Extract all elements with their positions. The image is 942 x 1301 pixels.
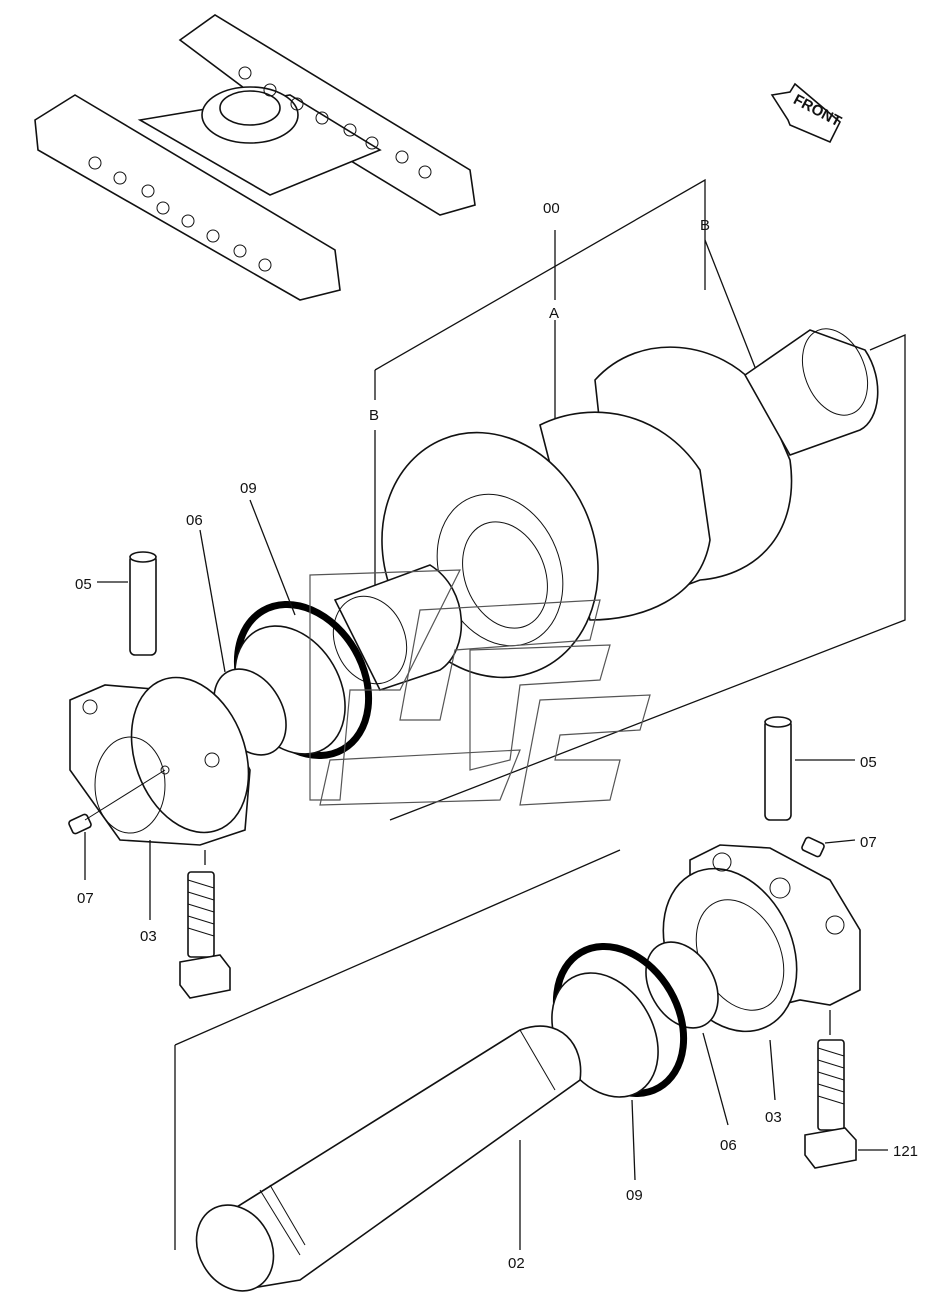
part-labels: 00 A B B 09 06 05 07 03 05 07 03 06 09 1… xyxy=(75,200,918,1272)
track-roller xyxy=(332,328,879,691)
label-pin-lower: 05 xyxy=(860,754,877,771)
label-bolt: 121 xyxy=(893,1143,918,1160)
label-plug-left: 07 xyxy=(77,890,94,907)
label-seal-lower: 09 xyxy=(626,1187,643,1204)
track-frame-thumbnail xyxy=(34,14,476,301)
pin-lower xyxy=(764,716,792,821)
bolt-left xyxy=(179,871,231,999)
bracket-left xyxy=(69,676,251,846)
o-ring-lower xyxy=(645,941,719,1029)
front-direction-arrow: FRONT xyxy=(770,82,844,144)
plug-right xyxy=(801,836,825,858)
label-shaft: 02 xyxy=(508,1255,525,1272)
label-section-a: A xyxy=(549,305,559,322)
pin-upper xyxy=(129,551,157,656)
label-ring-lower: 06 xyxy=(720,1137,737,1154)
label-bracket-right: 03 xyxy=(765,1109,782,1126)
plug-left xyxy=(68,769,166,835)
label-assembly: 00 xyxy=(543,200,560,217)
label-section-b-right: B xyxy=(700,217,710,234)
label-pin-upper: 05 xyxy=(75,576,92,593)
label-ring-upper: 06 xyxy=(186,512,203,529)
leader-lines xyxy=(84,499,888,1250)
label-bracket-left: 03 xyxy=(140,928,157,945)
label-seal-upper: 09 xyxy=(240,480,257,497)
label-plug-right: 07 xyxy=(860,834,877,851)
bolt-right xyxy=(804,1039,857,1169)
watermark-logo xyxy=(309,569,651,806)
label-section-b-left: B xyxy=(369,407,379,424)
roller-shaft xyxy=(195,1025,582,1292)
roller-assembly-frame xyxy=(374,178,906,821)
